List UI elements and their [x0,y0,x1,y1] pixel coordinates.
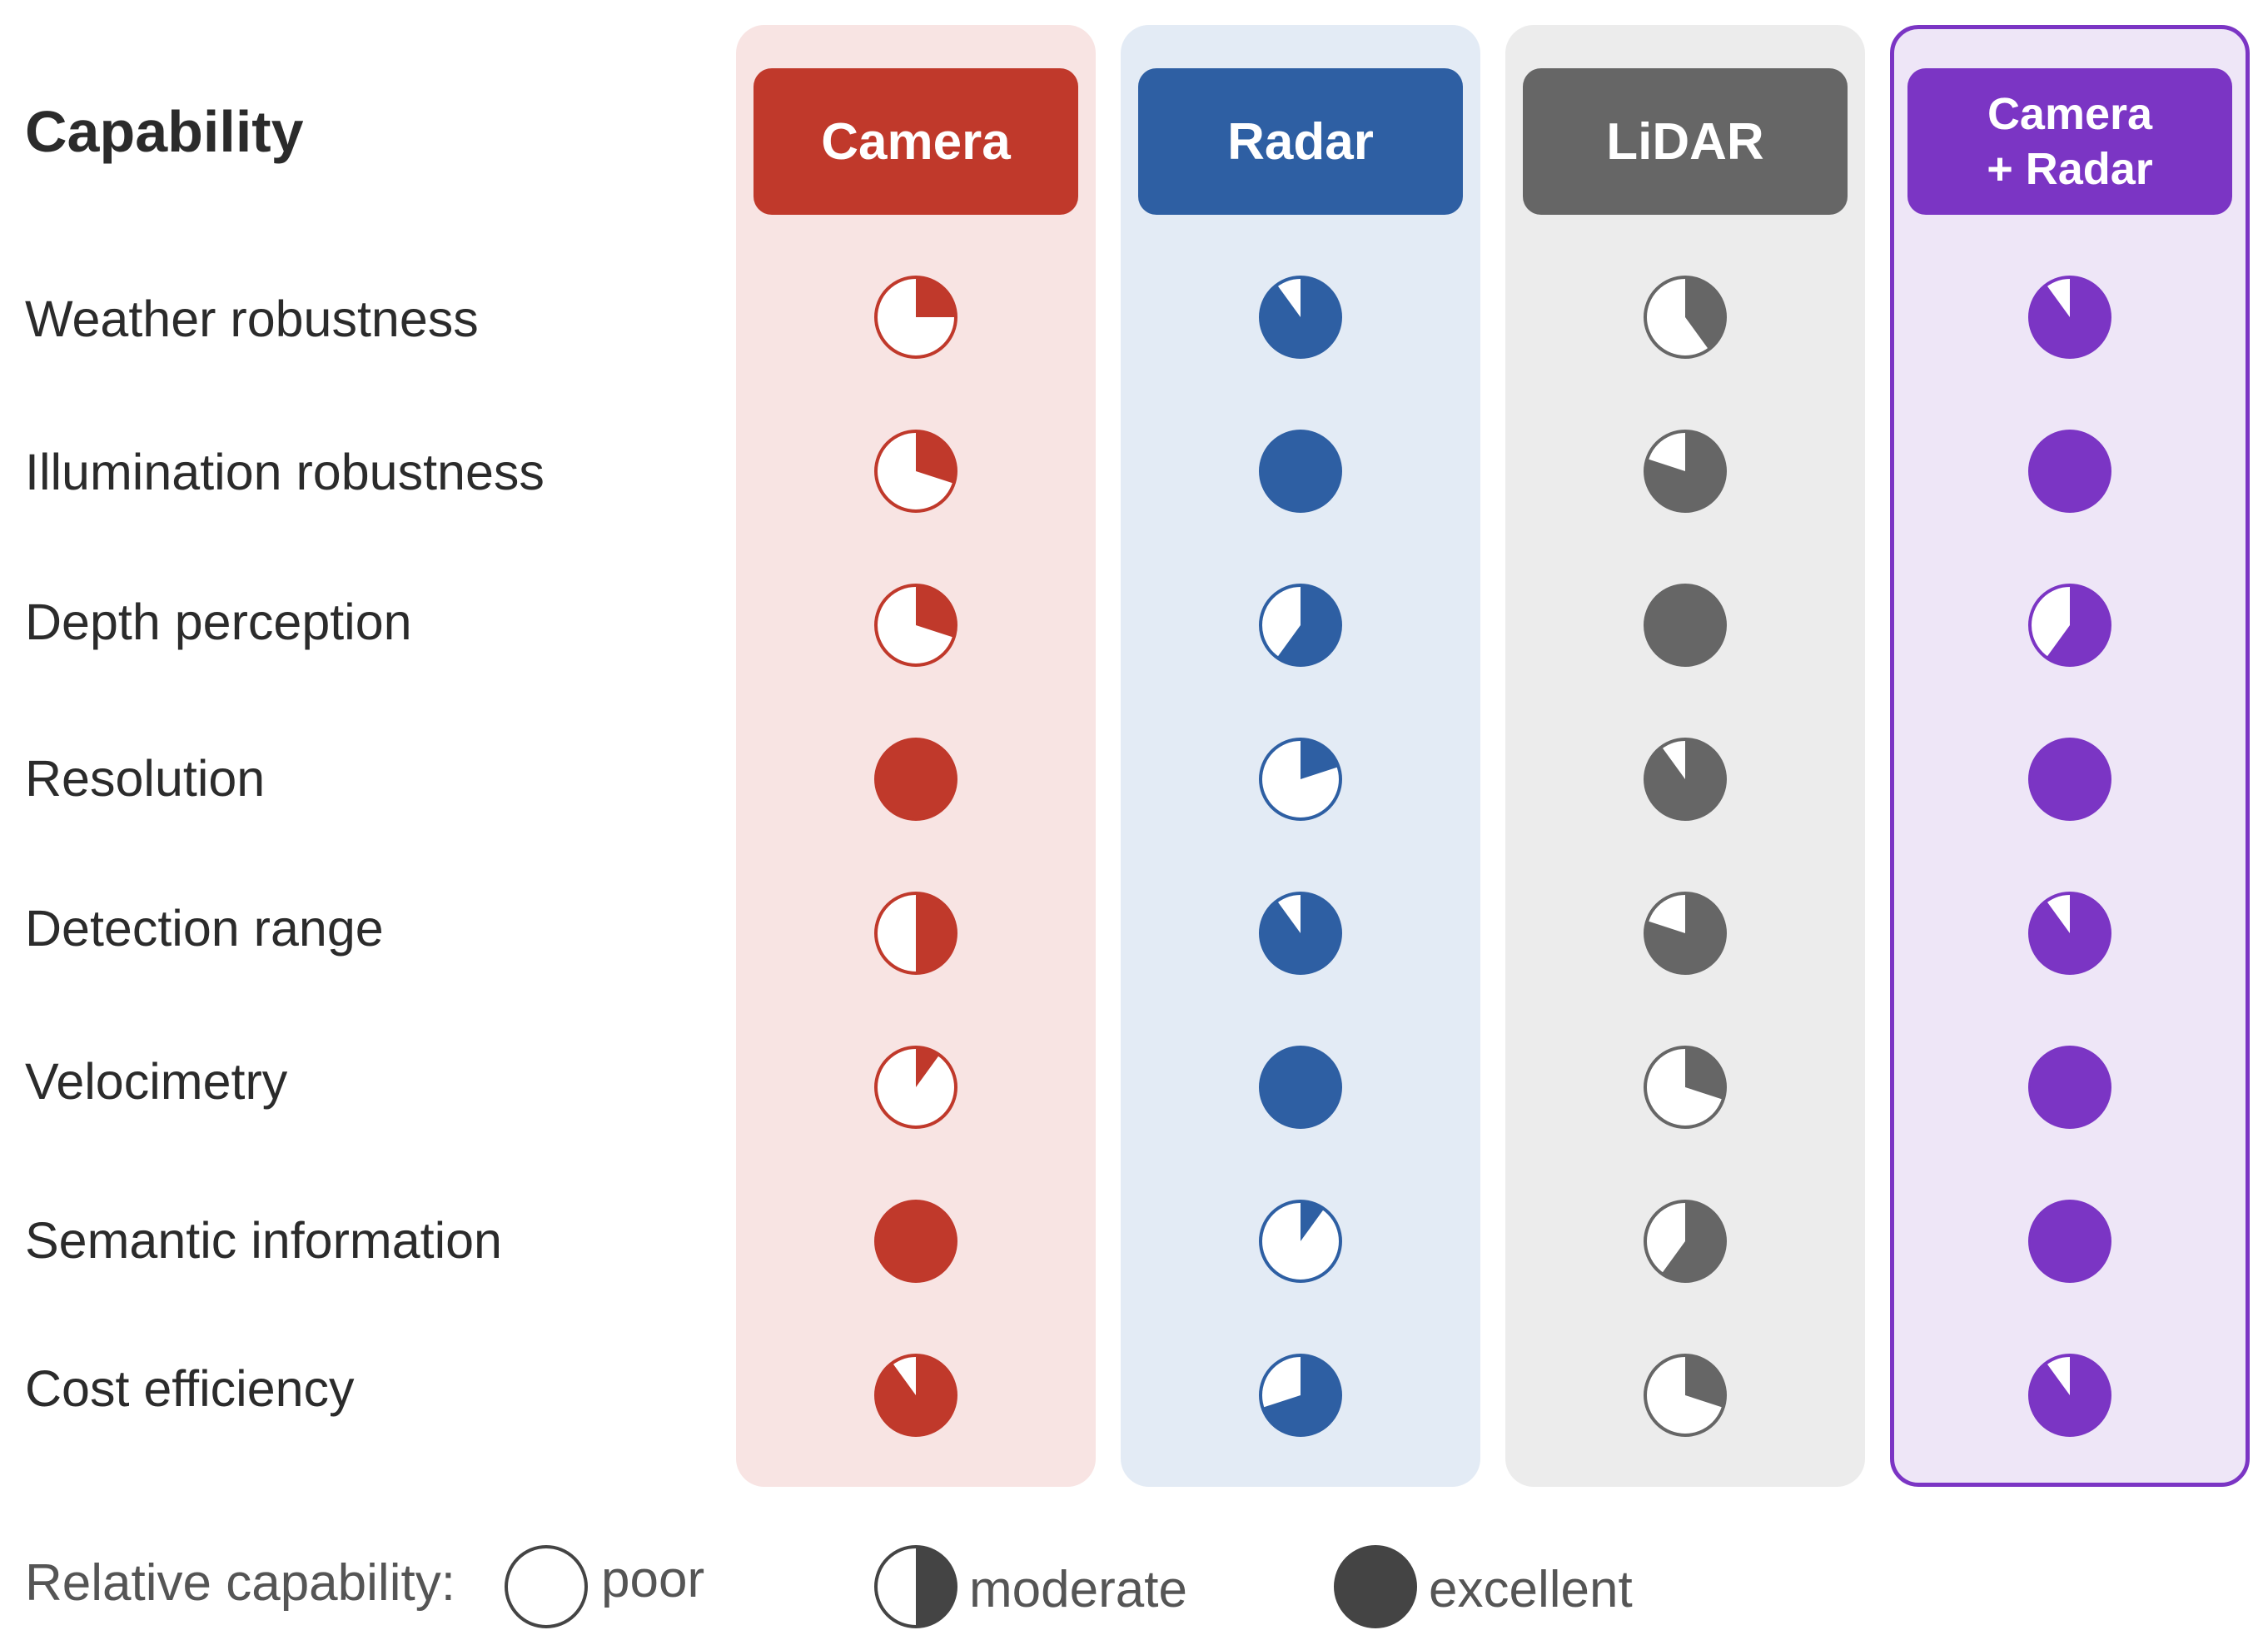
score-ball-r3-c2-fill [1644,739,1725,819]
score-ball-r4-c0 [874,892,957,975]
fusion-header-label-line2: + Radar [1987,144,2153,194]
lidar-header-label: LiDAR [1606,112,1764,171]
score-ball-r2-c3-fill [2046,585,2111,665]
row-label-semantic-information: Semantic information [25,1212,502,1269]
score-ball-r3-c1 [1259,738,1342,821]
score-ball-r7-c2-fill [1685,1355,1725,1408]
score-ball-r5-c2 [1644,1046,1727,1129]
score-ball-r6-c1 [1259,1200,1342,1283]
score-ball-r6-c1-fill [1301,1201,1325,1241]
score-ball-r2-c2 [1644,584,1727,667]
row-label-resolution: Resolution [25,750,266,807]
score-ball-r1-c1-fill [1261,431,1340,511]
fusion-header-label-line1: Camera [1987,89,2153,139]
score-ball-r5-c0 [874,1046,957,1129]
score-ball-r6-c0-fill [876,1201,956,1281]
radar-column-header: Radar [1138,68,1463,215]
score-ball-r1-c0-fill [916,431,956,484]
legend-ball-poor [505,1545,588,1628]
score-ball-r2-c1 [1259,584,1342,667]
legend-label-poor: poor [601,1551,705,1608]
score-ball-r4-c1 [1259,892,1342,975]
camera-column-header: Camera [754,68,1078,215]
score-ball-r7-c0 [874,1354,957,1437]
row-label-detection-range: Detection range [25,900,384,957]
score-ball-r3-c1-fill [1301,739,1339,779]
score-ball-r0-c2-fill [1685,277,1726,350]
legend-ball-moderate [874,1545,957,1628]
score-ball-r5-c1 [1259,1046,1342,1129]
score-ball-r2-c0 [874,584,957,667]
score-ball-r7-c3 [2028,1354,2111,1437]
score-ball-r5-c3-fill [2030,1047,2110,1127]
score-ball-r7-c1-fill [1262,1355,1340,1435]
row-label-weather-robustness: Weather robustness [25,291,479,347]
score-ball-r3-c3-fill [2030,739,2110,819]
row-label-cost-efficiency: Cost efficiency [25,1360,355,1417]
row-label-illumination-robustness: Illumination robustness [25,444,545,500]
camera-header-label: Camera [821,112,1011,171]
score-ball-r5-c1-fill [1261,1047,1340,1127]
row-label-depth-perception: Depth perception [25,594,412,650]
score-ball-r7-c3-fill [2029,1355,2110,1436]
score-ball-r4-c3-fill [2030,893,2111,974]
score-ball-r2-c3 [2028,584,2111,667]
legend-ball-excellent [1334,1545,1417,1628]
score-ball-r4-c3 [2028,892,2111,975]
legend-ball-excellent-fill [1335,1547,1415,1627]
legend-label-moderate: moderate [969,1561,1187,1618]
score-ball-r0-c1 [1259,276,1342,359]
score-ball-r0-c0-fill [916,277,956,317]
score-ball-r7-c0-fill [876,1355,956,1436]
score-ball-r6-c3 [2028,1200,2111,1283]
score-ball-r2-c1-fill [1276,585,1340,665]
score-ball-r4-c1-fill [1260,893,1340,974]
score-ball-r6-c2 [1644,1200,1727,1283]
score-ball-r1-c1 [1259,430,1342,513]
score-ball-r6-c0 [874,1200,957,1283]
score-ball-r2-c0-fill [916,585,956,638]
score-ball-r0-c3-fill [2030,277,2111,357]
score-ball-r4-c0-fill [916,893,956,973]
score-ball-r0-c1-fill [1260,277,1340,357]
score-ball-r5-c3 [2028,1046,2111,1129]
radar-header-label: Radar [1227,112,1374,171]
score-ball-r6-c2-fill [1661,1201,1725,1281]
lidar-column-header: LiDAR [1523,68,1848,215]
legend-ball-poor-outline [505,1545,588,1628]
score-ball-r3-c2 [1644,738,1727,821]
score-ball-r5-c0-fill [916,1047,940,1087]
score-ball-r6-c3-fill [2030,1201,2110,1281]
legend-ball-moderate-fill [916,1547,956,1627]
score-ball-r4-c2 [1644,892,1727,975]
score-ball-r7-c2 [1644,1354,1727,1437]
row-label-velocimetry: Velocimetry [25,1053,288,1110]
fusion-column-header: Camera + Radar [1907,68,2232,215]
score-ball-r1-c2-fill [1645,431,1725,512]
score-ball-r0-c0 [874,276,957,359]
score-ball-r1-c2 [1644,430,1727,513]
score-ball-r3-c3 [2028,738,2111,821]
score-ball-r1-c0 [874,430,957,513]
score-ball-r1-c3-fill [2030,431,2110,511]
legend-label-excellent: excellent [1429,1561,1633,1618]
legend-title: Relative capability: [25,1554,455,1612]
capability-heading: Capability [25,99,304,164]
score-ball-r3-c0-fill [876,739,956,819]
score-ball-r2-c2-fill [1645,585,1725,665]
score-ball-r1-c3 [2028,430,2111,513]
score-ball-r7-c1 [1259,1354,1342,1437]
score-ball-r0-c3 [2028,276,2111,359]
score-ball-r3-c0 [874,738,957,821]
score-ball-r0-c2 [1644,276,1727,359]
score-ball-r5-c2-fill [1685,1047,1725,1100]
score-ball-r4-c2-fill [1645,893,1725,973]
